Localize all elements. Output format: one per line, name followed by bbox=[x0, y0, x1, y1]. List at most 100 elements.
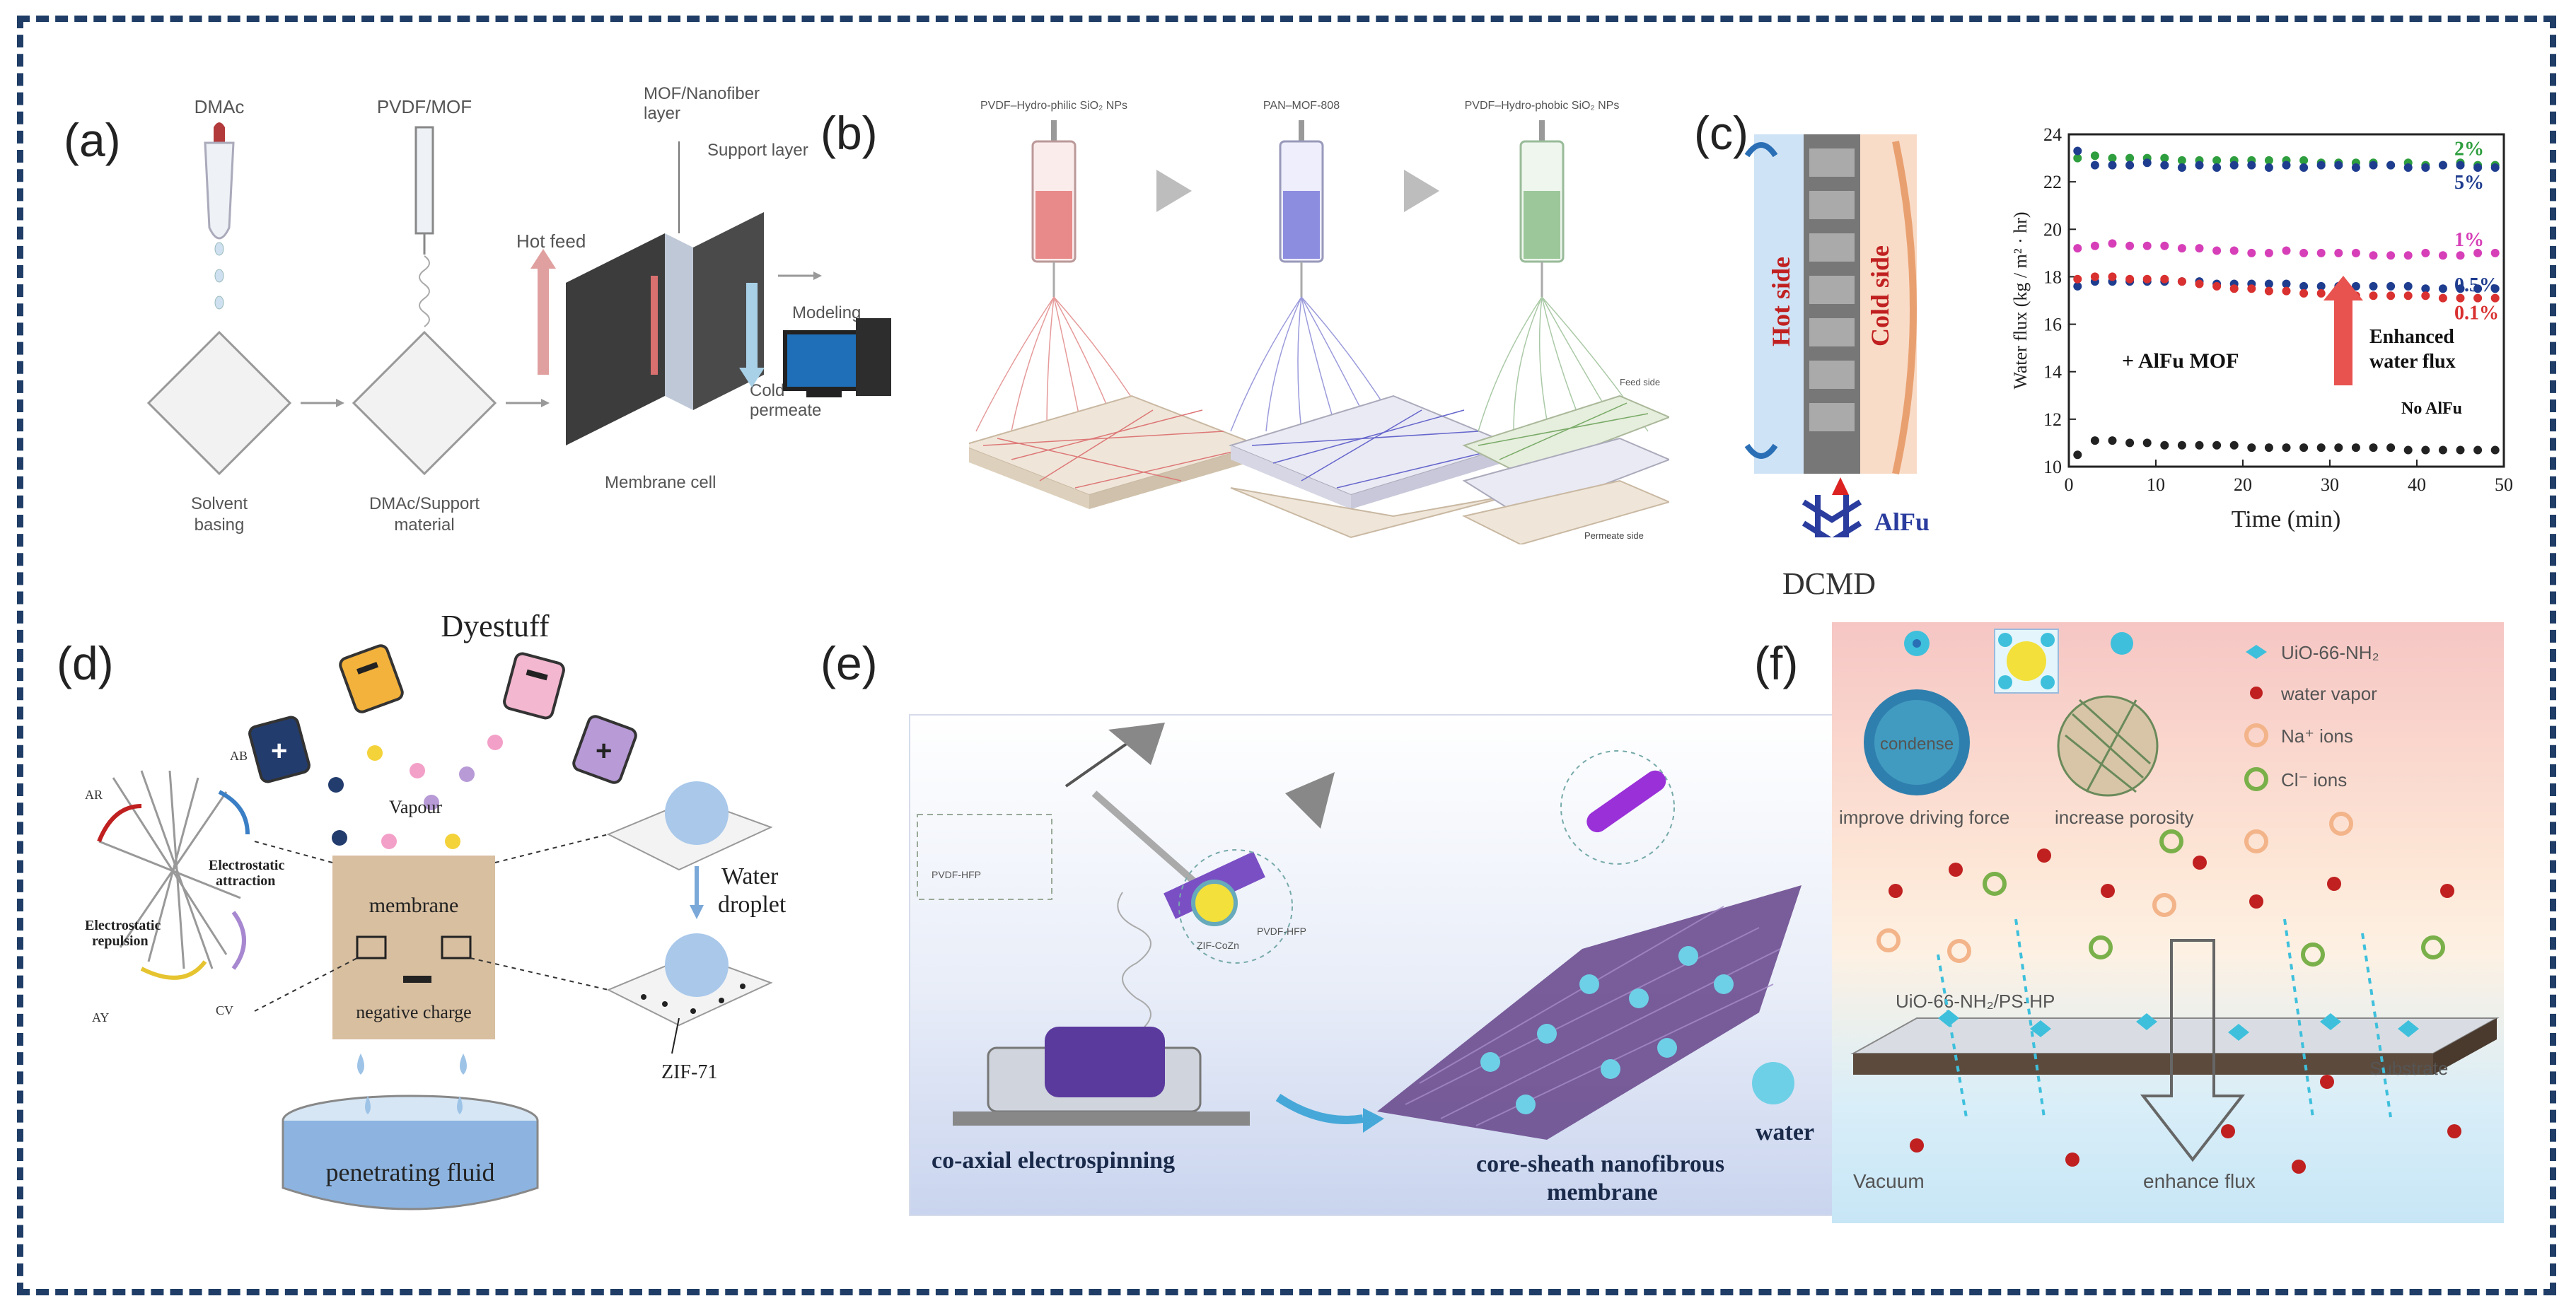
syringe-green-fill bbox=[1524, 191, 1560, 259]
data-point bbox=[2177, 156, 2186, 165]
data-point bbox=[2473, 445, 2483, 455]
data-point bbox=[2421, 163, 2430, 172]
data-point bbox=[2421, 291, 2430, 300]
data-point bbox=[2073, 146, 2082, 156]
y-tick-label: 16 bbox=[2043, 315, 2062, 335]
data-point bbox=[2421, 445, 2430, 455]
data-point bbox=[2299, 248, 2309, 257]
panel-c-schematic: Hot side Cold side AlFu DCMD bbox=[1719, 113, 2016, 601]
zoom-circle bbox=[1178, 849, 1293, 964]
data-point bbox=[2299, 281, 2309, 291]
data-point bbox=[2403, 163, 2413, 172]
y-tick-label: 10 bbox=[2043, 457, 2062, 477]
red-fiber-mat bbox=[959, 395, 1262, 496]
jet-cone bbox=[1117, 892, 1151, 1034]
membrane-pores bbox=[1809, 148, 1855, 431]
panel-a-illustration: DMAc Solvent basing PVDF/MOF DMAc/Suppor… bbox=[146, 84, 822, 535]
plus-alfu-label: + AlFu MOF bbox=[2122, 349, 2239, 373]
data-point bbox=[2282, 279, 2291, 288]
ar-label: AR bbox=[85, 788, 103, 802]
cell-block-left bbox=[566, 233, 665, 445]
data-point bbox=[2456, 284, 2465, 293]
upward-arrow bbox=[1832, 477, 1849, 495]
coaxial-label: co-axial electrospinning bbox=[932, 1148, 1175, 1174]
data-point bbox=[2108, 239, 2117, 248]
porous-mof-sphere bbox=[2057, 695, 2159, 797]
data-point bbox=[2090, 272, 2099, 281]
cold-side-label: Cold side bbox=[1866, 245, 1894, 346]
data-point bbox=[2490, 445, 2500, 455]
mof-nanofiber-label-2: layer bbox=[644, 104, 680, 123]
process-arrow-1 bbox=[1156, 170, 1192, 212]
series-label: 2% bbox=[2454, 139, 2484, 161]
data-point bbox=[2456, 445, 2465, 455]
water-label: water bbox=[1756, 1119, 1814, 1145]
membrane-block bbox=[332, 856, 495, 1039]
fiber-zoom-circle bbox=[1560, 750, 1675, 865]
feed-side-label: Feed side bbox=[1620, 377, 1660, 387]
x-tick-label: 20 bbox=[2234, 474, 2252, 495]
solvent-label-1: Solvent bbox=[191, 494, 248, 513]
series-5-points bbox=[2073, 436, 2500, 460]
membrane-material-label: UiO-66-NH₂/PS-HP bbox=[1896, 991, 2055, 1012]
negative-charge-sign bbox=[403, 976, 431, 983]
y-tick-label: 12 bbox=[2043, 409, 2062, 430]
data-point bbox=[2177, 244, 2186, 253]
data-point bbox=[2282, 443, 2291, 453]
y-tick-label: 20 bbox=[2043, 219, 2062, 240]
spinner-platform bbox=[953, 1111, 1250, 1126]
hot-feed-label: Hot feed bbox=[516, 230, 586, 252]
data-point bbox=[2421, 284, 2430, 293]
data-point bbox=[2282, 286, 2291, 296]
legend-vapor-label: water vapor bbox=[2280, 683, 2377, 704]
panel-f: UiO-66-NH₂ water vapor Na⁺ ions Cl⁻ ions… bbox=[1832, 622, 2504, 1223]
data-point bbox=[2229, 440, 2239, 450]
enhance-flux-arrow bbox=[2140, 939, 2246, 1162]
data-point bbox=[2142, 274, 2152, 284]
condense-label: condense bbox=[1880, 735, 1954, 754]
data-point bbox=[2438, 445, 2447, 455]
chart-y-axis-label: Water flux (kg / m² · hr) bbox=[2010, 211, 2031, 389]
dropper-body-icon bbox=[204, 141, 235, 240]
uio-particles-on-membrane bbox=[1938, 1010, 2419, 1041]
outer-dashed-frame bbox=[17, 16, 2556, 1295]
data-point bbox=[2282, 246, 2291, 255]
drop-icon bbox=[214, 269, 224, 283]
data-point bbox=[2299, 443, 2309, 453]
data-point bbox=[2334, 161, 2343, 170]
data-point bbox=[2473, 293, 2483, 303]
data-point bbox=[2212, 246, 2222, 255]
repulsion-label-1: Electrostatic bbox=[85, 918, 161, 933]
syringe-1-label: PVDF–Hydro-philic SiO₂ NPs bbox=[980, 100, 1127, 112]
core-sheath-fiber-icon bbox=[1586, 770, 1666, 833]
series-label: 5% bbox=[2454, 172, 2484, 194]
data-point bbox=[2421, 248, 2430, 257]
pvdf-hfp-right-label: PVDF-HFP bbox=[1257, 926, 1306, 937]
data-point bbox=[2264, 279, 2273, 288]
data-point bbox=[2403, 291, 2413, 300]
data-point bbox=[2386, 281, 2396, 291]
data-point bbox=[2369, 291, 2378, 300]
data-point bbox=[2490, 163, 2500, 172]
data-point bbox=[2351, 163, 2360, 172]
water-droplet-label-1: Water bbox=[721, 863, 779, 889]
uio-legend-icon bbox=[2246, 645, 2267, 659]
data-point bbox=[2438, 293, 2447, 303]
data-point bbox=[2247, 248, 2256, 257]
data-point bbox=[2125, 153, 2135, 163]
mof-cluster-icon bbox=[1904, 631, 1930, 656]
data-point bbox=[2369, 281, 2378, 291]
panel-e-label: (e) bbox=[820, 637, 878, 689]
series-label: 0.5% bbox=[2454, 274, 2499, 296]
panel-d: Dyestuff + + Vapour membrane negative ch… bbox=[57, 601, 877, 1251]
driving-force-label: improve driving force bbox=[1839, 807, 2009, 828]
chart-plot-area bbox=[2067, 133, 2505, 468]
modeling-label: Modeling bbox=[792, 303, 861, 322]
data-point bbox=[2142, 438, 2152, 448]
cold-flow-arrow bbox=[1892, 140, 1917, 475]
dye-bucket-icon: + bbox=[572, 715, 637, 784]
mof-cluster-icon bbox=[2111, 632, 2133, 655]
syringe-blue-fill bbox=[1283, 191, 1320, 259]
data-point bbox=[2125, 438, 2135, 448]
